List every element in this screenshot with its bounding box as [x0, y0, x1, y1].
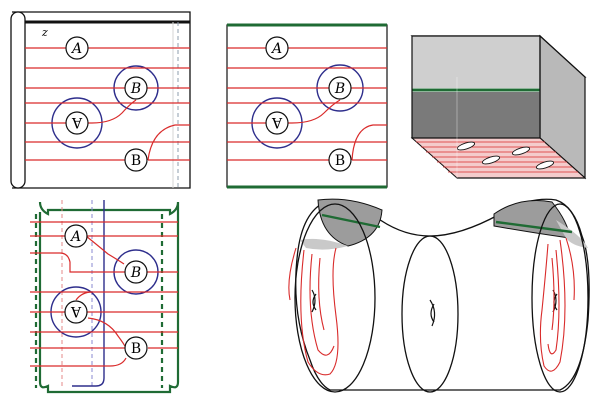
panel-tl-frame: [12, 11, 191, 189]
panel-tm-node-b: [328, 76, 352, 100]
box-hole: [535, 160, 555, 170]
panel-top-right-box: [410, 34, 587, 180]
panel-tm-label-a-flipped: A: [271, 114, 283, 130]
panel-bl-label-a-flipped: A: [70, 303, 82, 319]
panel-tl-rolled-edge: [10, 11, 26, 189]
panel-tm-label-b: B: [334, 81, 345, 97]
box-hole: [481, 155, 501, 165]
panel-tm-node-a-flipped: [265, 111, 289, 135]
panel-bl-blue-track: [72, 200, 105, 387]
panel-bl-node-a: [64, 224, 88, 248]
middle-tube-ellipse: [401, 235, 459, 393]
left-cap-shade: [300, 238, 348, 250]
box-front-upper: [412, 36, 540, 88]
panel-bl-node-a-flipped: [64, 300, 88, 324]
left-red-strand: [300, 247, 339, 376]
right-cap-green: [495, 220, 573, 234]
panel-tl-label-a-flipped: A: [71, 114, 83, 130]
panel-tl-node-a-flipped: [65, 111, 89, 135]
panel-tl-node-b-bottom: [124, 148, 148, 172]
panel-top-middle: A B A B: [226, 23, 388, 189]
left-red-strand: [309, 253, 335, 356]
panel-tl-label-a: A: [70, 41, 82, 57]
right-red-strand: [539, 239, 566, 372]
box-hole: [511, 146, 531, 156]
middle-hole: [430, 303, 435, 323]
panel-bl-strand: [30, 252, 178, 273]
panel-bl-label-a: A: [69, 229, 81, 245]
panel-tl-label-b: B: [130, 81, 141, 97]
panel-bl-label-b-bottom: B: [131, 341, 141, 357]
left-cap-green: [321, 213, 381, 229]
panel-tm-strand: [351, 124, 387, 161]
panel-bottom-left: A B A B: [30, 200, 180, 394]
panel-tm-node-b-bottom: [328, 148, 352, 172]
panel-bottom-right-surface: [288, 198, 590, 393]
panel-tl-label-b-bottom: B: [131, 153, 141, 169]
left-hole: [311, 289, 316, 313]
left-cap: [317, 198, 383, 247]
panel-tm-frame: [226, 24, 388, 188]
panel-tm-strand: [227, 99, 341, 124]
box-hole: [456, 141, 476, 151]
right-red-strand: [551, 257, 555, 331]
left-tube-ellipse: [294, 203, 376, 393]
panel-bl-node-b-bottom: [124, 336, 148, 360]
panel-bl-label-b: B: [130, 265, 141, 281]
panel-bl-strand: [87, 317, 127, 349]
right-tube-ellipse: [531, 203, 589, 393]
box-front-lower: [412, 92, 540, 138]
panel-tm-node-a: [265, 36, 289, 60]
panel-tl-node-b: [124, 76, 148, 100]
panel-tl-strand: [25, 99, 137, 124]
left-red-strand: [318, 257, 325, 331]
panel-bl-strand: [75, 291, 93, 301]
panel-bl-node-b: [124, 260, 148, 284]
box-front-outline: [411, 35, 541, 139]
panel-tl-strand: [147, 124, 190, 161]
left-hole: [312, 293, 317, 311]
left-red-strand: [288, 247, 297, 301]
right-red-strand: [565, 237, 575, 301]
panel-tl-z-label: z: [41, 26, 48, 39]
right-cap-shade: [556, 220, 588, 248]
panel-tm-label-a: A: [270, 41, 282, 57]
panel-tl-node-a: [65, 36, 89, 60]
right-red-strand: [547, 249, 560, 355]
panel-top-left: A B A B z: [10, 11, 191, 189]
panel-bl-strand: [85, 235, 125, 265]
panel-bl-strand: [30, 357, 127, 367]
middle-hole: [429, 299, 436, 327]
panel-bl-boundary: [38, 201, 180, 394]
panel-tm-label-b-bottom: B: [335, 153, 345, 169]
